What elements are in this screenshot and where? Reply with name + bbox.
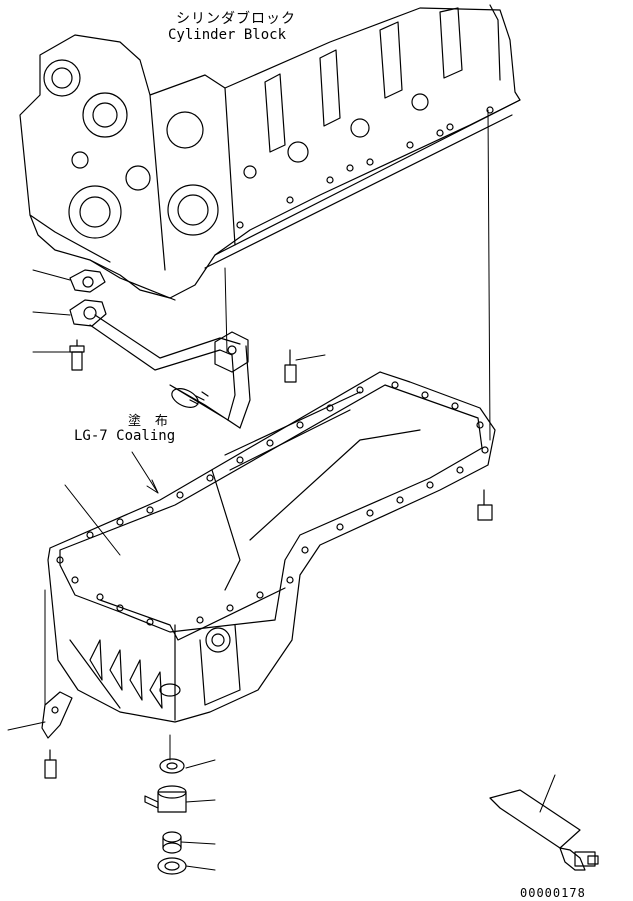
flange-gasket-upper bbox=[70, 270, 105, 292]
drain-bushing bbox=[163, 832, 181, 853]
coating-label-jp: 塗 布 bbox=[128, 414, 171, 429]
figure-code: 00000178 bbox=[520, 886, 586, 900]
bolt-left bbox=[70, 340, 84, 370]
pan-bracket bbox=[42, 692, 72, 738]
cylinder-block bbox=[20, 5, 520, 300]
bolt-right bbox=[478, 490, 492, 520]
drain-washer bbox=[160, 759, 184, 773]
drain-tool bbox=[490, 790, 598, 870]
drain-plug bbox=[158, 858, 186, 874]
block-label-jp: シリンダブロック bbox=[176, 11, 296, 27]
bolt-bracket bbox=[45, 750, 56, 778]
coating-label-en: LG-7 Coaling bbox=[74, 428, 176, 444]
block-label-en: Cylinder Block bbox=[168, 27, 287, 43]
drain-valve bbox=[145, 786, 186, 812]
leader-lines bbox=[8, 110, 555, 870]
oil-pan bbox=[48, 372, 495, 722]
bolt-center bbox=[285, 350, 296, 382]
tube-flange bbox=[70, 300, 106, 326]
suction-tube bbox=[90, 315, 250, 428]
